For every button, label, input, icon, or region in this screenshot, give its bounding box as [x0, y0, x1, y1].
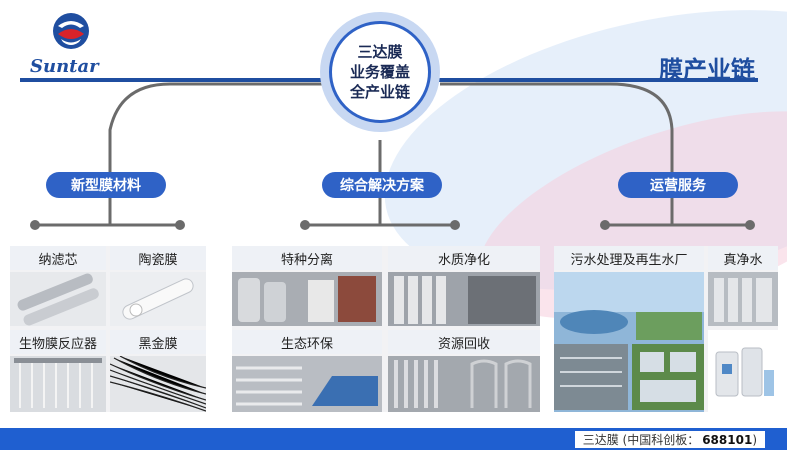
ceramic-membrane-image — [110, 272, 206, 326]
footer-bar: 三达膜 (中国科创板：688101) — [0, 428, 787, 450]
hub-line-3: 全产业链 — [350, 82, 410, 102]
tile-label: 特种分离 — [232, 246, 382, 270]
resource-recovery-image — [388, 356, 540, 412]
tile-label: 生态环保 — [232, 330, 382, 354]
category-new-materials: 新型膜材料 — [46, 172, 166, 198]
panel-operations: 污水处理及再生水厂 真净水 — [554, 246, 778, 412]
tile-label: 污水处理及再生水厂 — [554, 246, 704, 270]
tile-black-gold-membrane: 黑金膜 — [110, 330, 206, 412]
tile-label: 水质净化 — [388, 246, 540, 270]
tile-water-purification: 水质净化 — [388, 246, 540, 326]
tile-label: 生物膜反应器 — [10, 330, 106, 354]
tile-eco-protection: 生态环保 — [232, 330, 382, 412]
nanofiltration-image — [10, 272, 106, 326]
panel-materials: 纳滤芯 陶瓷膜 生物膜反应器 黑金膜 — [10, 246, 206, 412]
tile-pure-water: 真净水 — [708, 246, 778, 326]
company-name: 三达膜 (中国科创板： — [583, 431, 700, 448]
tile-wastewater-plant: 污水处理及再生水厂 — [554, 246, 704, 412]
mbr-image — [10, 356, 106, 412]
wastewater-plant-image — [554, 272, 704, 412]
stock-code: 688101 — [702, 433, 752, 447]
special-separation-image — [232, 272, 382, 326]
tile-label: 真净水 — [708, 246, 778, 270]
tile-ceramic-membrane: 陶瓷膜 — [110, 246, 206, 326]
hub-inner: 三达膜 业务覆盖 全产业链 — [329, 21, 431, 123]
tile-label: 黑金膜 — [110, 330, 206, 354]
hub-line-2: 业务覆盖 — [350, 62, 410, 82]
tile-water-dispenser — [708, 330, 778, 412]
tile-nanofiltration: 纳滤芯 — [10, 246, 106, 326]
tile-special-separation: 特种分离 — [232, 246, 382, 326]
hub-line-1: 三达膜 — [357, 42, 402, 62]
tile-mbr: 生物膜反应器 — [10, 330, 106, 412]
pure-water-equipment-image — [708, 272, 778, 326]
category-solutions: 综合解决方案 — [322, 172, 442, 198]
stock-info-close: ) — [752, 433, 757, 447]
hub-circle: 三达膜 业务覆盖 全产业链 — [320, 12, 440, 132]
tile-label: 陶瓷膜 — [110, 246, 206, 270]
black-gold-membrane-image — [110, 356, 206, 412]
category-operations: 运营服务 — [618, 172, 738, 198]
tile-label: 纳滤芯 — [10, 246, 106, 270]
tile-resource-recovery: 资源回收 — [388, 330, 540, 412]
water-purification-image — [388, 272, 540, 326]
stock-info: 三达膜 (中国科创板：688101) — [575, 431, 765, 448]
water-dispenser-image — [708, 330, 778, 412]
panel-solutions: 特种分离 水质净化 生态环保 资源 — [232, 246, 540, 412]
eco-protection-image — [232, 356, 382, 412]
tile-label: 资源回收 — [388, 330, 540, 354]
